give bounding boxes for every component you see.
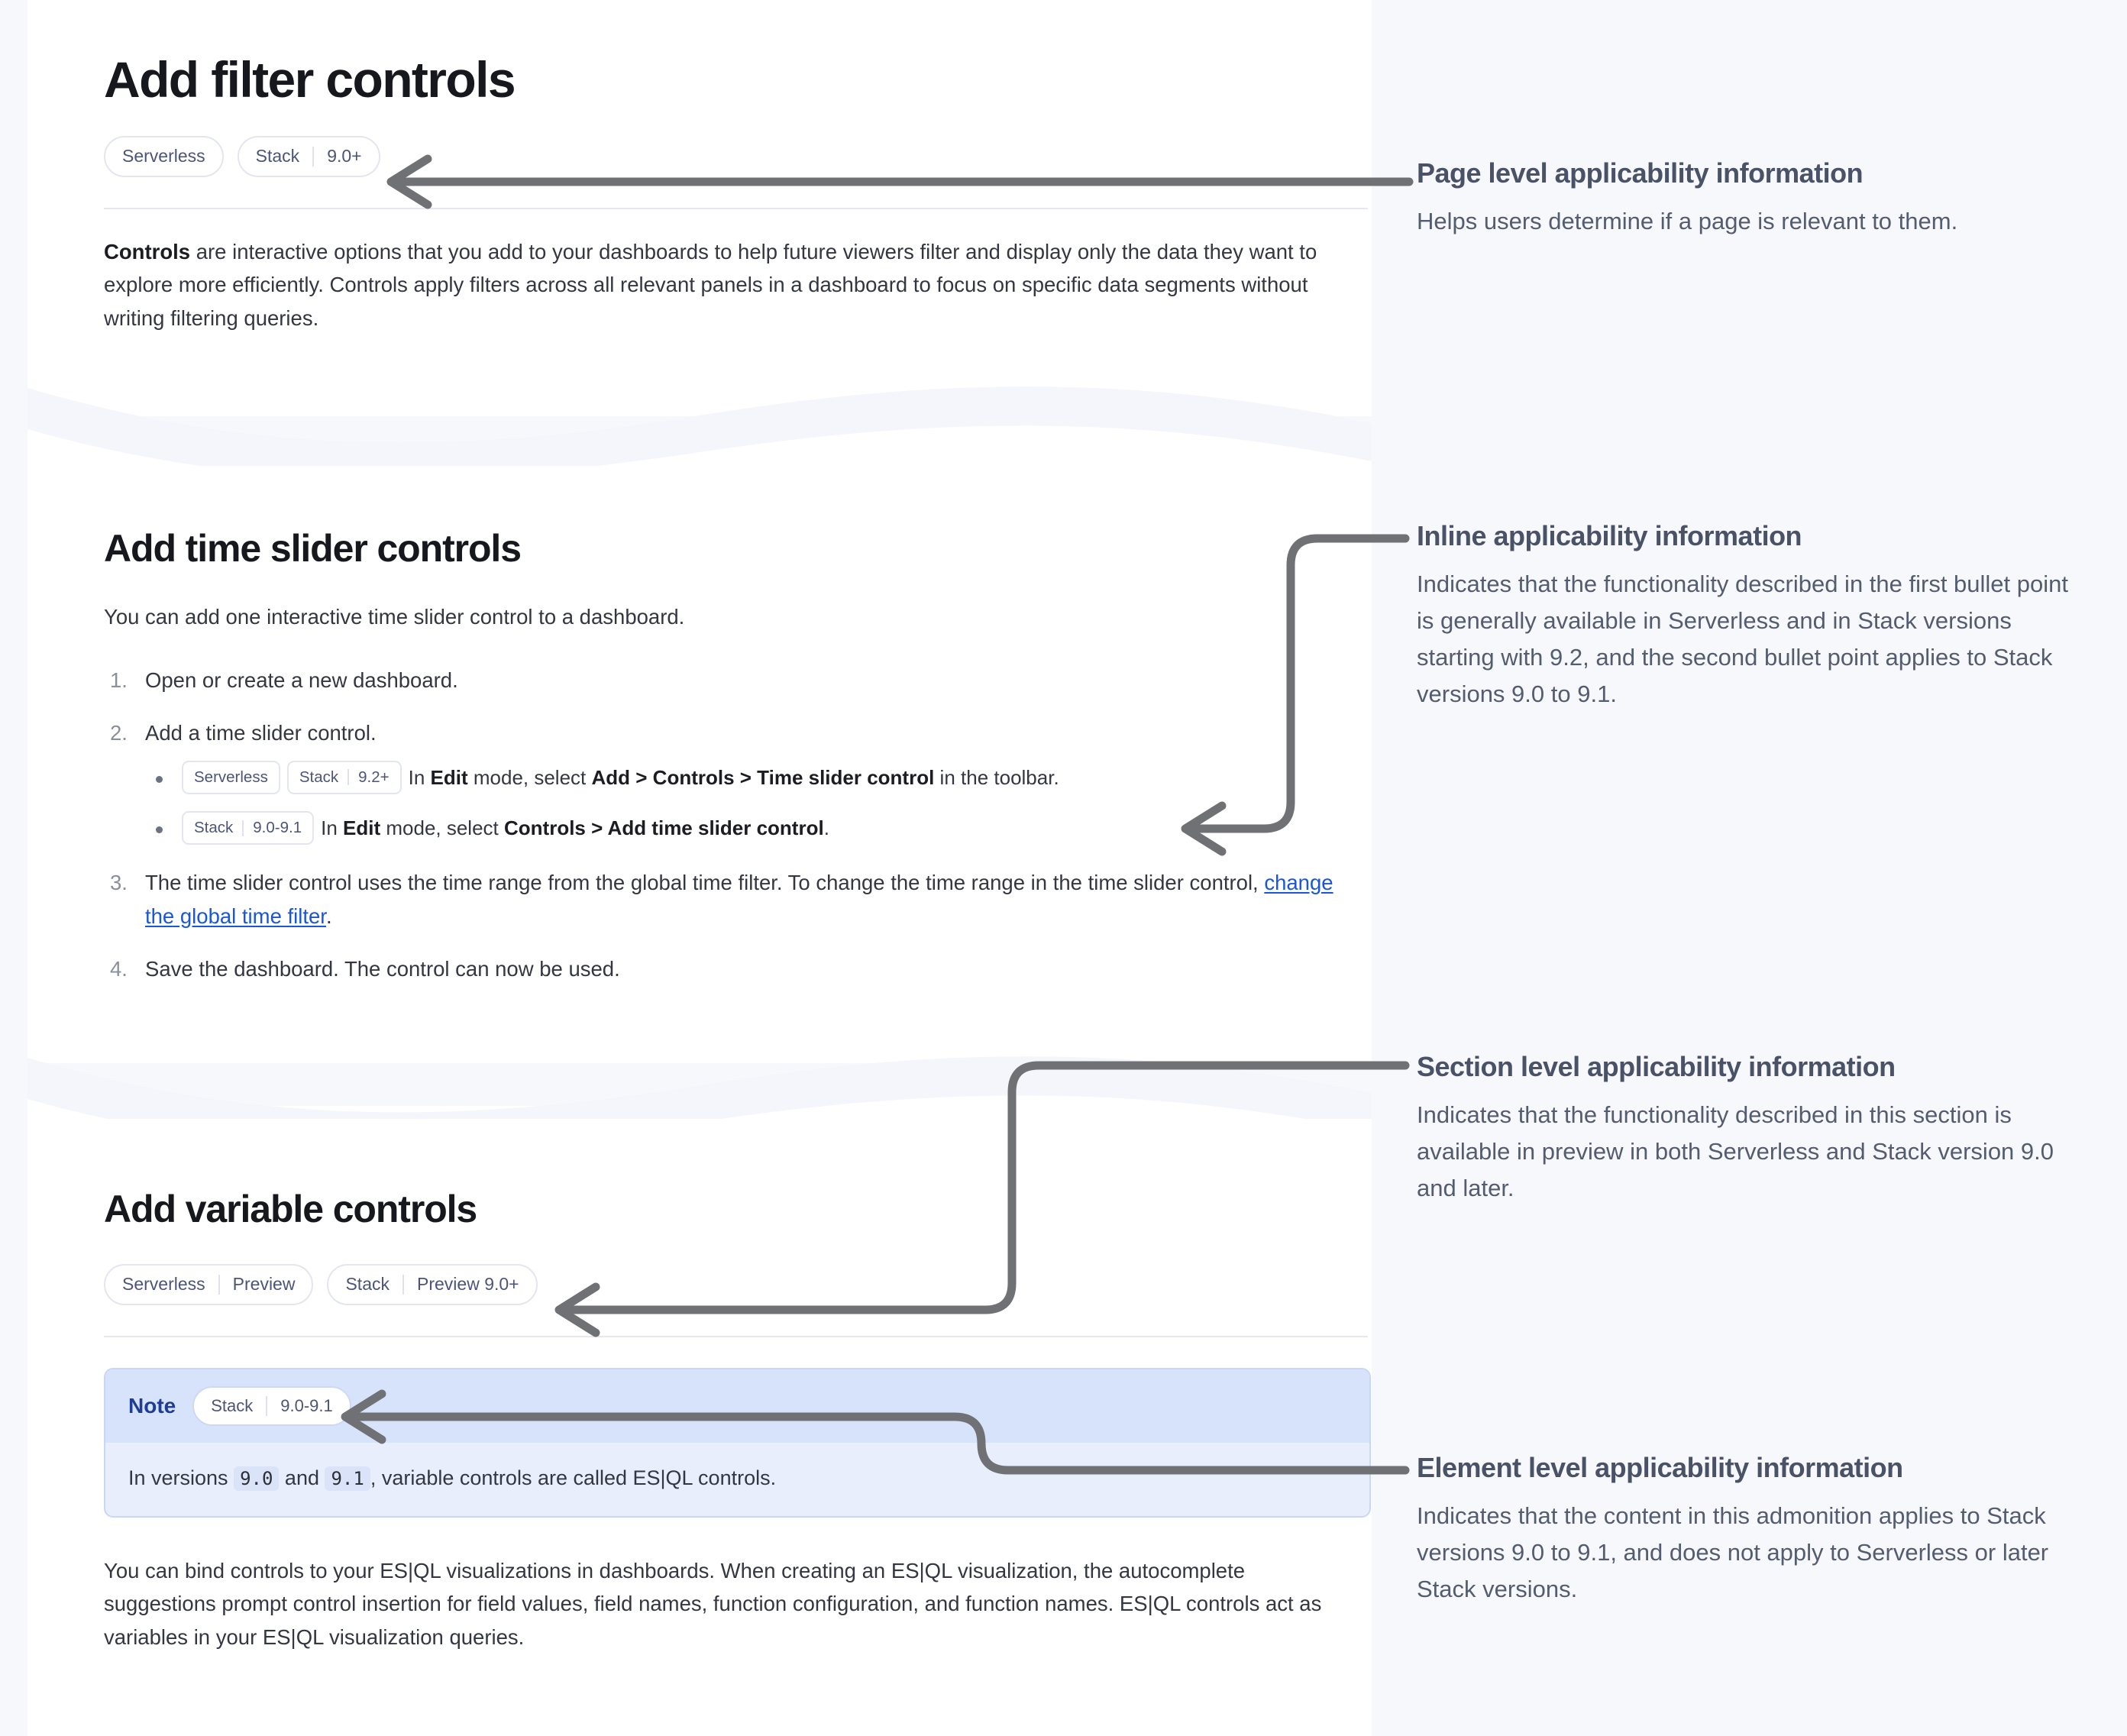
- annotation-column: Page level applicability information Hel…: [1417, 0, 2089, 1736]
- step-text: Add a time slider control.: [145, 721, 377, 745]
- text-part: In: [408, 765, 431, 789]
- badge-stack-preview[interactable]: Stack Preview 9.0+: [327, 1263, 538, 1305]
- intro-rest: are interactive options that you add to …: [104, 239, 1317, 330]
- note-admonition: Note Stack 9.0-9.1 In versions 9.0 and 9…: [104, 1367, 1371, 1518]
- bullet-text: In Edit mode, select Add > Controls > Ti…: [409, 766, 1059, 789]
- badge-version: 9.0-9.1: [253, 818, 302, 836]
- page-title: Add filter controls: [104, 51, 516, 108]
- badge-version: Preview: [232, 1274, 296, 1294]
- annotation-inline-level: Inline applicability information Indicat…: [1417, 519, 2074, 713]
- annotation-title: Inline applicability information: [1417, 520, 1802, 551]
- section-title-time-slider: Add time slider controls: [104, 527, 522, 570]
- badge-name: Stack: [255, 146, 300, 166]
- inline-code-91: 9.1: [325, 1466, 370, 1491]
- step-text: Save the dashboard. The control can now …: [145, 956, 620, 981]
- badge-stack-inline[interactable]: Stack 9.2+: [286, 760, 402, 794]
- badge-serverless[interactable]: Serverless: [104, 135, 224, 177]
- step-text: Open or create a new dashboard.: [145, 668, 458, 692]
- text-part: in the toolbar.: [934, 765, 1059, 789]
- annotation-title: Element level applicability information: [1417, 1452, 1903, 1483]
- bullet-text: In Edit mode, select Controls > Add time…: [321, 816, 829, 839]
- intro-paragraph: Controls are interactive options that yo…: [104, 235, 1341, 335]
- step-item-2: Add a time slider control. Serverless St…: [104, 716, 1356, 846]
- badge-stack-note[interactable]: Stack 9.0-9.1: [192, 1385, 351, 1426]
- text-part: In: [321, 816, 344, 839]
- time-slider-intro: You can add one interactive time slider …: [104, 604, 685, 629]
- badge-separator: [218, 1274, 220, 1295]
- text-part-bold: Add > Controls > Time slider control: [591, 765, 935, 789]
- inline-code-90: 9.0: [234, 1466, 280, 1491]
- text-part: mode, select: [467, 765, 592, 789]
- badge-version: Preview 9.0+: [417, 1274, 519, 1294]
- intro-lead: Controls: [104, 239, 191, 263]
- section-wave-divider-1: [27, 382, 1372, 466]
- badge-separator: [242, 820, 244, 836]
- note-text-part: In versions: [128, 1466, 234, 1489]
- badge-serverless-inline[interactable]: Serverless: [182, 760, 280, 794]
- annotation-text: Indicates that the content in this admon…: [1417, 1502, 2049, 1603]
- step-text: The time slider control uses the time ra…: [145, 871, 1265, 895]
- annotation-text: Indicates that the functionality describ…: [1417, 1101, 2054, 1202]
- note-header: Note Stack 9.0-9.1: [105, 1369, 1369, 1443]
- section-title-variable: Add variable controls: [104, 1188, 477, 1230]
- badge-version: 9.0-9.1: [280, 1395, 333, 1415]
- step-item-1: Open or create a new dashboard.: [104, 664, 1356, 697]
- badge-separator: [402, 1274, 404, 1295]
- badge-serverless-preview[interactable]: Serverless Preview: [104, 1263, 314, 1305]
- annotation-page-level: Page level applicability information Hel…: [1417, 157, 2074, 240]
- text-part: mode, select: [380, 816, 504, 839]
- variable-controls-paragraph: You can bind controls to your ES|QL visu…: [104, 1559, 1322, 1649]
- badge-name: Stack: [345, 1274, 390, 1294]
- badge-version: 9.2+: [358, 768, 390, 786]
- badge-name: Stack: [194, 818, 234, 836]
- badge-separator: [266, 1395, 268, 1416]
- step-item-3: The time slider control uses the time ra…: [104, 866, 1356, 933]
- annotation-title: Section level applicability information: [1417, 1051, 1896, 1082]
- annotation-element-level: Element level applicability information …: [1417, 1451, 2074, 1608]
- text-part-bold: Edit: [343, 816, 381, 839]
- note-label: Note: [128, 1393, 176, 1418]
- badge-version: 9.0+: [327, 146, 362, 166]
- page-applicability-badges: Serverless Stack 9.0+: [104, 135, 1448, 177]
- annotation-text: Indicates that the functionality describ…: [1417, 571, 2068, 708]
- note-body: In versions 9.0 and 9.1, variable contro…: [105, 1443, 1369, 1517]
- annotation-section-level: Section level applicability information …: [1417, 1050, 2074, 1207]
- global-time-filter-link[interactable]: change the global time filter: [145, 871, 1333, 928]
- annotation-title: Page level applicability information: [1417, 157, 1864, 189]
- text-part: .: [823, 816, 829, 839]
- section-divider: [104, 1335, 1368, 1337]
- text-part-bold: Edit: [430, 765, 468, 789]
- badge-separator: [347, 769, 350, 786]
- note-text-part: and: [279, 1466, 325, 1489]
- badge-name: Serverless: [122, 146, 205, 166]
- badge-separator: [312, 146, 315, 166]
- badge-name: Serverless: [194, 768, 268, 786]
- badge-stack-inline[interactable]: Stack 9.0-9.1: [182, 811, 315, 845]
- badge-stack[interactable]: Stack 9.0+: [237, 135, 380, 177]
- section-applicability-badges: Serverless Preview Stack Preview 9.0+: [104, 1263, 1448, 1305]
- step-2-bullets: Serverless Stack 9.2+ In Edit mode, sele…: [145, 760, 1356, 846]
- step-text-tail: .: [325, 904, 332, 928]
- badge-name: Stack: [211, 1395, 254, 1415]
- section-wave-divider-2: [27, 1035, 1372, 1119]
- annotation-text: Helps users determine if a page is relev…: [1417, 208, 1958, 235]
- badge-name: Serverless: [122, 1274, 205, 1294]
- text-part-bold: Controls > Add time slider control: [504, 816, 824, 839]
- bullet-item-1: Serverless Stack 9.2+ In Edit mode, sele…: [145, 760, 1356, 796]
- badge-name: Stack: [299, 768, 339, 786]
- bullet-item-2: Stack 9.0-9.1 In Edit mode, select Contr…: [145, 811, 1356, 846]
- documentation-column: Add filter controls Serverless Stack 9.0…: [27, 0, 1372, 1736]
- note-text-part: , variable controls are called ES|QL con…: [370, 1466, 777, 1489]
- time-slider-steps: Open or create a new dashboard. Add a ti…: [104, 664, 1356, 986]
- step-item-4: Save the dashboard. The control can now …: [104, 952, 1356, 986]
- title-divider: [104, 207, 1368, 209]
